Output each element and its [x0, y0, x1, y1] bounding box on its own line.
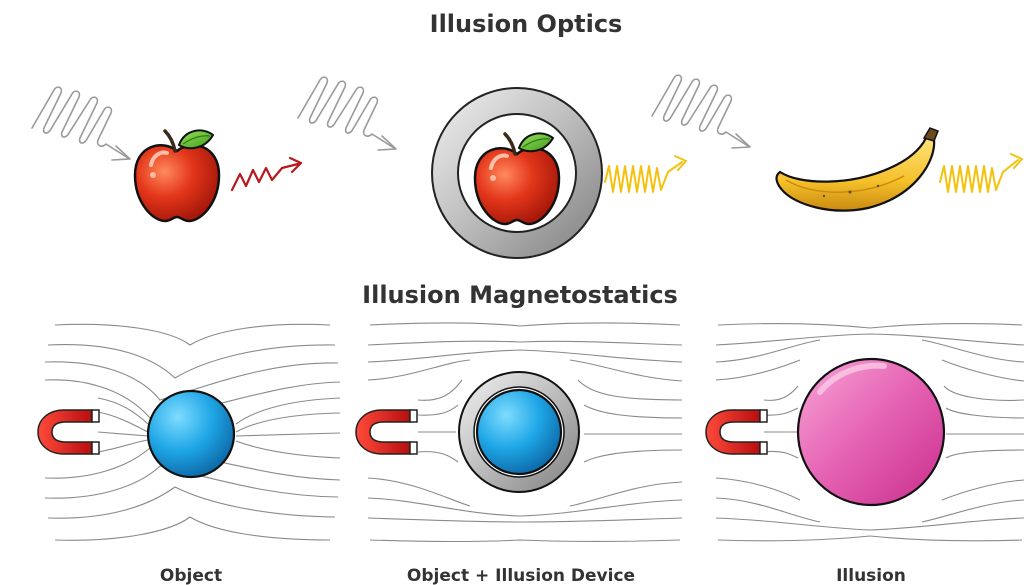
red-scattered-wave-icon	[230, 162, 300, 192]
apple-icon	[133, 128, 221, 223]
illusion-sphere	[796, 357, 946, 507]
incoming-wave-icon	[651, 74, 751, 149]
field-lines-device	[367, 322, 683, 543]
banana-icon	[775, 127, 939, 212]
object-sphere	[146, 389, 236, 479]
object-sphere	[475, 388, 563, 476]
incoming-wave-icon	[297, 76, 397, 151]
yellow-scattered-wave-icon	[604, 161, 683, 193]
incoming-wave-icon	[31, 86, 131, 161]
caption-object-device: Object + Illusion Device	[407, 566, 635, 585]
caption-illusion: Illusion	[836, 566, 906, 585]
yellow-scattered-wave-icon	[939, 159, 1019, 193]
horseshoe-magnet-icon	[37, 409, 100, 455]
horseshoe-magnet-icon	[705, 409, 768, 455]
field-lines-object	[44, 323, 341, 541]
magnetostatics-title: Illusion Magnetostatics	[362, 281, 678, 309]
optics-title: Illusion Optics	[430, 10, 623, 38]
field-lines-illusion	[715, 323, 1025, 542]
horseshoe-magnet-icon	[355, 409, 418, 455]
caption-object: Object	[160, 566, 222, 585]
